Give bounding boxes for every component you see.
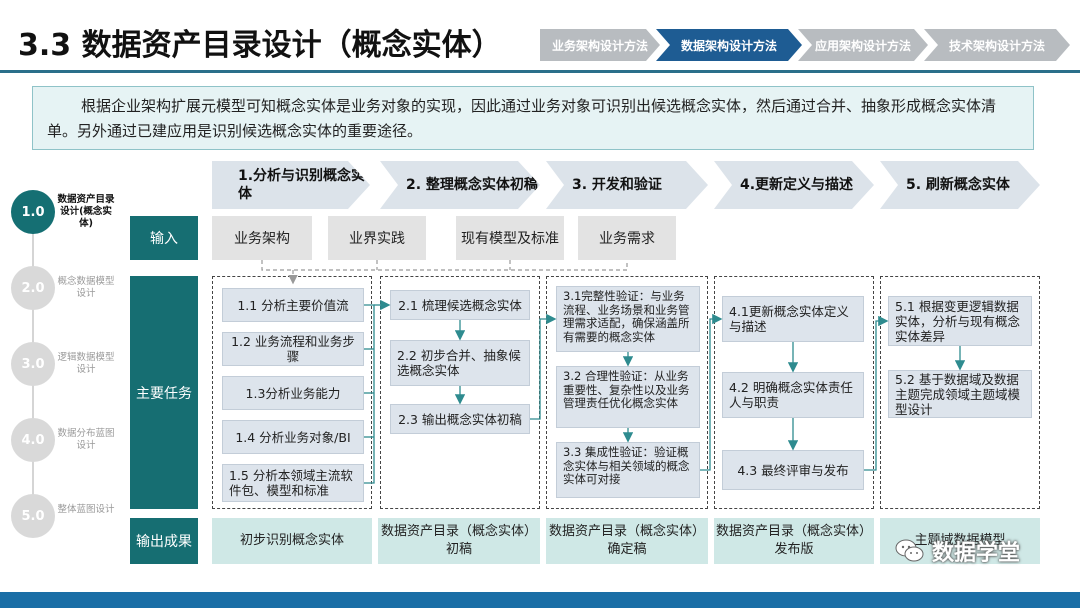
task-5-1: 5.1 根据变更逻辑数据实体，分析与现有概念实体差异 <box>888 296 1032 346</box>
output-3: 数据资产目录（概念实体）确定稿 <box>546 518 708 564</box>
nav-step-1-circle[interactable]: 1.0 <box>11 190 55 234</box>
nav-step-5-label[interactable]: 整体蓝图设计 <box>57 504 115 515</box>
row-label-input: 输入 <box>130 216 198 260</box>
phase-4: 4.更新定义与描述 <box>714 161 874 209</box>
task-1-3: 1.3分析业务能力 <box>222 376 364 410</box>
nav-step-1-label[interactable]: 数据资产目录设计(概念实体) <box>57 194 115 229</box>
intro-text: 根据企业架构扩展元模型可知概念实体是业务对象的实现，因此通过业务对象可识别出候选… <box>32 86 1034 150</box>
row-label-output: 输出成果 <box>130 518 198 564</box>
task-column-5 <box>880 276 1040 509</box>
nav-step-3-label[interactable]: 逻辑数据模型设计 <box>57 352 115 375</box>
input-existing-models: 现有模型及标准 <box>456 216 564 260</box>
nav-step-2-circle[interactable]: 2.0 <box>11 266 55 310</box>
row-label-tasks: 主要任务 <box>130 276 198 509</box>
task-1-1: 1.1 分析主要价值流 <box>222 288 364 322</box>
step-business-architecture[interactable]: 业务架构设计方法 <box>540 29 660 61</box>
nav-step-3-circle[interactable]: 3.0 <box>11 342 55 386</box>
phase-1: 1.分析与识别概念实体 <box>212 161 370 209</box>
header-divider <box>0 70 1080 73</box>
task-2-2: 2.2 初步合并、抽象候选概念实体 <box>390 340 530 386</box>
phase-5: 5. 刷新概念实体 <box>880 161 1040 209</box>
input-business-architecture: 业务架构 <box>212 216 312 260</box>
output-2: 数据资产目录（概念实体）初稿 <box>378 518 540 564</box>
output-1: 初步识别概念实体 <box>212 518 372 564</box>
task-column-4 <box>714 276 874 509</box>
step-technology-architecture[interactable]: 技术架构设计方法 <box>924 29 1070 61</box>
nav-step-2-label[interactable]: 概念数据模型设计 <box>57 276 115 299</box>
task-1-2: 1.2 业务流程和业务步骤 <box>222 332 364 366</box>
output-4: 数据资产目录（概念实体）发布版 <box>714 518 874 564</box>
wechat-icon <box>895 539 924 562</box>
step-application-architecture[interactable]: 应用架构设计方法 <box>798 29 928 61</box>
task-1-4: 1.4 分析业务对象/BI <box>222 420 364 454</box>
step-data-architecture[interactable]: 数据架构设计方法 <box>656 29 802 61</box>
task-1-5: 1.5 分析本领域主流软件包、模型和标准 <box>222 464 364 502</box>
task-4-3: 4.3 最终评审与发布 <box>722 450 864 490</box>
task-2-1: 2.1 梳理候选概念实体 <box>390 290 530 320</box>
footer-bar <box>0 592 1080 608</box>
task-4-2: 4.2 明确概念实体责任人与职责 <box>722 372 864 418</box>
task-3-1: 3.1完整性验证：与业务流程、业务场景和业务管理需求适配，确保涵盖所有需要的概念… <box>556 286 700 352</box>
task-column-3 <box>546 276 708 509</box>
page-title: 3.3 数据资产目录设计（概念实体） <box>18 28 502 63</box>
phase-3: 3. 开发和验证 <box>546 161 708 209</box>
task-5-2: 5.2 基于数据域及数据主题完成领域主题域模型设计 <box>888 370 1032 418</box>
input-industry-practice: 业界实践 <box>328 216 426 260</box>
nav-step-4-label[interactable]: 数据分布蓝图设计 <box>57 428 115 451</box>
nav-step-5-circle[interactable]: 5.0 <box>11 494 55 538</box>
phase-2: 2. 整理概念实体初稿 <box>380 161 540 209</box>
task-3-2: 3.2 合理性验证：从业务重要性、复杂性以及业务管理责任优化概念实体 <box>556 366 700 428</box>
task-2-3: 2.3 输出概念实体初稿 <box>390 404 530 434</box>
watermark-text: 数据学堂 <box>932 541 1021 566</box>
input-business-requirements: 业务需求 <box>578 216 676 260</box>
nav-step-4-circle[interactable]: 4.0 <box>11 418 55 462</box>
task-4-1: 4.1更新概念实体定义与描述 <box>722 296 864 342</box>
